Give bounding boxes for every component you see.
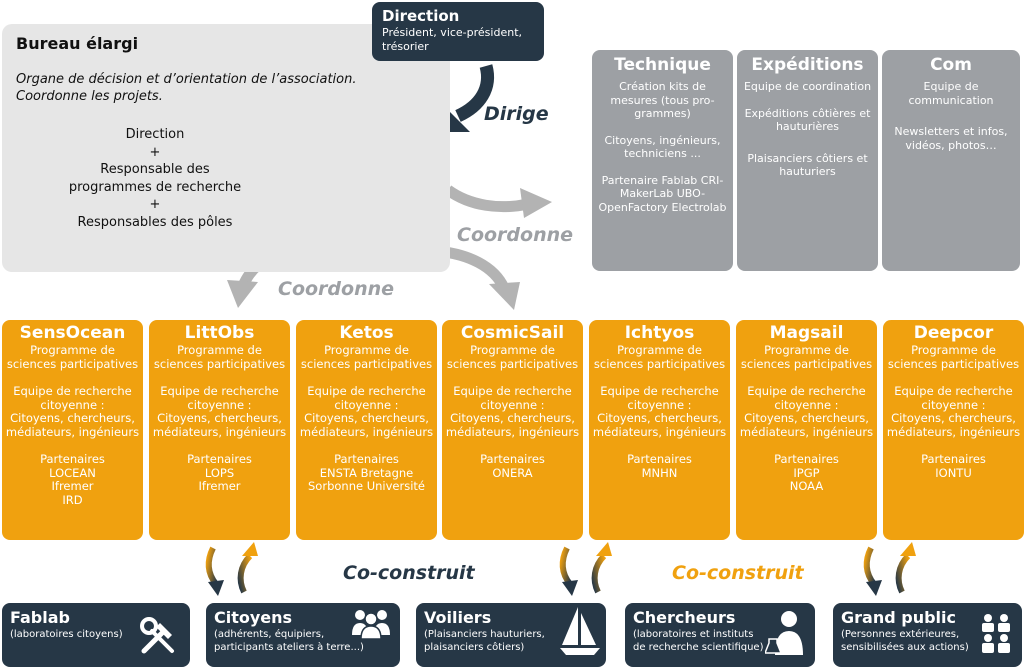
programme-card: Ichtyos Programme de sciences participat… — [589, 320, 730, 540]
actor-fablab: Fablab (laboratoires citoyens) — [2, 603, 190, 667]
programme-card: Deepcor Programme de sciences participat… — [883, 320, 1024, 540]
audience-icon — [982, 614, 1010, 653]
direction-title: Direction — [382, 7, 460, 25]
dirige-label: Dirige — [484, 103, 549, 125]
bureau-title: Bureau élargi — [16, 34, 139, 53]
coordonne-right-label: Coordonne — [457, 224, 574, 246]
actor-voiliers: Voiliers (Plaisanciers hauturiers, plais… — [416, 603, 606, 667]
programme-card: SensOcean Programme de sciences particip… — [2, 320, 143, 540]
bureau-composition: Direction + Responsable des programmes d… — [68, 127, 242, 230]
coconstruit-arrows-left — [205, 542, 258, 596]
coconstruit-arrows-middle — [559, 542, 612, 596]
coconstruit-right-label: Co-construit — [672, 562, 804, 584]
actor-chercheurs: Chercheurs (laboratoires et instituts de… — [625, 603, 815, 667]
pole-expeditions: Expéditions Equipe de coordination Expéd… — [737, 50, 878, 271]
pole-com: Com Equipe de communication Newsletters … — [882, 50, 1020, 271]
actor-citoyens: Citoyens (adhérents, équipiers, particip… — [206, 603, 400, 667]
sailboat-icon — [560, 607, 600, 655]
scientist-icon — [765, 611, 803, 655]
coconstruit-arrows-right — [863, 542, 916, 596]
pole-technique: Technique Création kits de mesures (tous… — [592, 50, 733, 271]
tools-icon — [140, 617, 174, 654]
coordonne-right-arrow — [444, 185, 552, 218]
programme-card: Ketos Programme de sciences participativ… — [296, 320, 437, 540]
coconstruit-left-label: Co-construit — [343, 562, 475, 584]
bureau-elargi-box — [2, 24, 450, 272]
people-icon — [352, 610, 390, 639]
programme-card: LittObs Programme de sciences participat… — [149, 320, 290, 540]
bureau-description: Organe de décision et d’orientation de l… — [16, 72, 357, 104]
programme-card: Magsail Programme de sciences participat… — [736, 320, 877, 540]
actor-grand-public: Grand public (Personnes extérieures, sen… — [833, 603, 1022, 667]
direction-box: Direction Président, vice-président, tré… — [372, 2, 544, 61]
coordonne-left-label: Coordonne — [278, 278, 395, 300]
programme-card: CosmicSail Programme de sciences partici… — [442, 320, 583, 540]
